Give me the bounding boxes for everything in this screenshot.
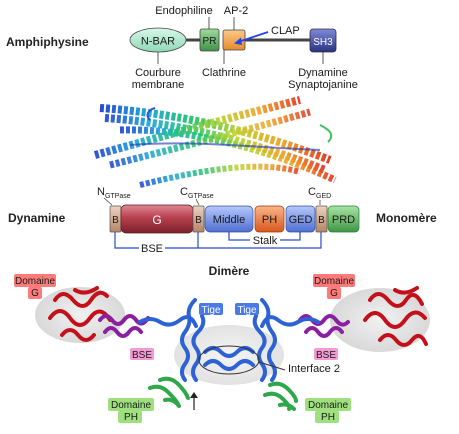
ph-domain: [254, 205, 285, 233]
domaine-g-left-bg-1: [14, 274, 56, 287]
n-gtpase-terminal: N GTPase: [97, 186, 131, 200]
pr-domain: [199, 28, 220, 52]
domaine-g-right-bg-1: [313, 274, 355, 287]
domaine-g-right-line1: Domaine: [314, 276, 354, 287]
g-domain-label: G: [152, 213, 161, 227]
clap-label: CLAP: [271, 25, 300, 37]
domaine-g-left-bg-2: [28, 287, 42, 299]
interface-label: Interface 2: [288, 363, 340, 375]
domaine-g-right-bg-2: [327, 287, 341, 299]
n-gtpase-main: N: [97, 186, 105, 198]
domaine-g-left-line2: G: [31, 288, 39, 299]
synaptojanine-label: Synaptojanine: [288, 79, 358, 91]
tige-left-label: Tige: [201, 305, 221, 316]
courbure-label-1: Courbure: [135, 67, 181, 79]
c-ged-main: C: [308, 186, 316, 198]
interface-ellipse: [198, 345, 260, 375]
b-domain-1-label: B: [112, 215, 119, 226]
endophiline-label: Endophiline: [155, 5, 213, 17]
domaine-ph-left-line1: Domaine: [111, 400, 151, 411]
clap-arrowhead: [234, 37, 242, 45]
domaine-ph-left-line2: PH: [124, 412, 138, 423]
domaine-g-left-line1: Domaine: [15, 276, 55, 287]
domaine-ph-right-bg-1: [305, 398, 351, 411]
bse-left-label: BSE: [132, 350, 152, 361]
interface-label-bg: [286, 362, 344, 375]
c-gtpase-terminal: C GTPase: [180, 186, 214, 200]
sh3-label: SH3: [313, 37, 333, 48]
prd-domain-label: PRD: [332, 214, 355, 226]
dynamine-partner-label: Dynamine: [298, 67, 348, 79]
prd-domain: [327, 205, 360, 233]
n-gtpase-sub: GTPase: [105, 193, 131, 200]
n-gtpase-pointer: [103, 197, 113, 206]
clathrine-label: Clathrine: [202, 67, 246, 79]
ged-domain-label: GED: [289, 214, 313, 226]
tige-right-label: Tige: [237, 305, 257, 316]
ph-domain-label: PH: [262, 214, 277, 226]
c-gtpase-sub: GTPase: [188, 193, 214, 200]
domaine-ph-right-bg-2: [315, 411, 339, 423]
interface-pointer: [258, 361, 286, 371]
c-gtpase-pointer: [195, 198, 200, 206]
domaine-g-right-line2: G: [330, 288, 338, 299]
domaine-ph-right-line2: PH: [321, 412, 335, 423]
nbar-structure-image: [93, 96, 337, 188]
ap2-label: AP-2: [224, 5, 248, 17]
dynamin-title: Dynamine: [8, 211, 66, 225]
nbar-label: N-BAR: [141, 36, 175, 48]
pr-label: PR: [203, 36, 217, 47]
domaine-ph-left-bg-2: [118, 411, 142, 423]
domaine-ph-right-line1: Domaine: [308, 400, 348, 411]
monomer-title: Monomère: [376, 211, 437, 225]
c-ged-sub: GED: [316, 193, 331, 200]
domaine-ph-left-bg-1: [108, 398, 154, 411]
tige-left-bg: [199, 303, 223, 315]
bse-bracket-label: BSE: [141, 243, 163, 255]
bse-right-bg: [314, 348, 338, 360]
dimer-title: Dimère: [209, 264, 250, 278]
bse-bracket: [114, 232, 322, 249]
b-domain-3-label: B: [318, 215, 325, 226]
bse-label-bg: [139, 242, 165, 254]
bse-right-label: BSE: [316, 350, 336, 361]
bse-left-bg: [130, 348, 154, 360]
amphiphysin-title: Amphiphysine: [6, 35, 89, 49]
stalk-label-bg: [250, 234, 280, 246]
middle-domain-label: Middle: [213, 214, 245, 226]
clap-arrow: [237, 31, 269, 43]
c-ged-terminal: C GED: [308, 186, 331, 200]
b-domain-2-label: B: [195, 215, 202, 226]
c-gtpase-main: C: [180, 186, 188, 198]
courbure-label-2: membrane: [132, 79, 185, 91]
tige-right-bg: [235, 303, 259, 315]
dimer-structure-image: [35, 286, 430, 411]
stalk-bracket-label: Stalk: [253, 235, 278, 247]
